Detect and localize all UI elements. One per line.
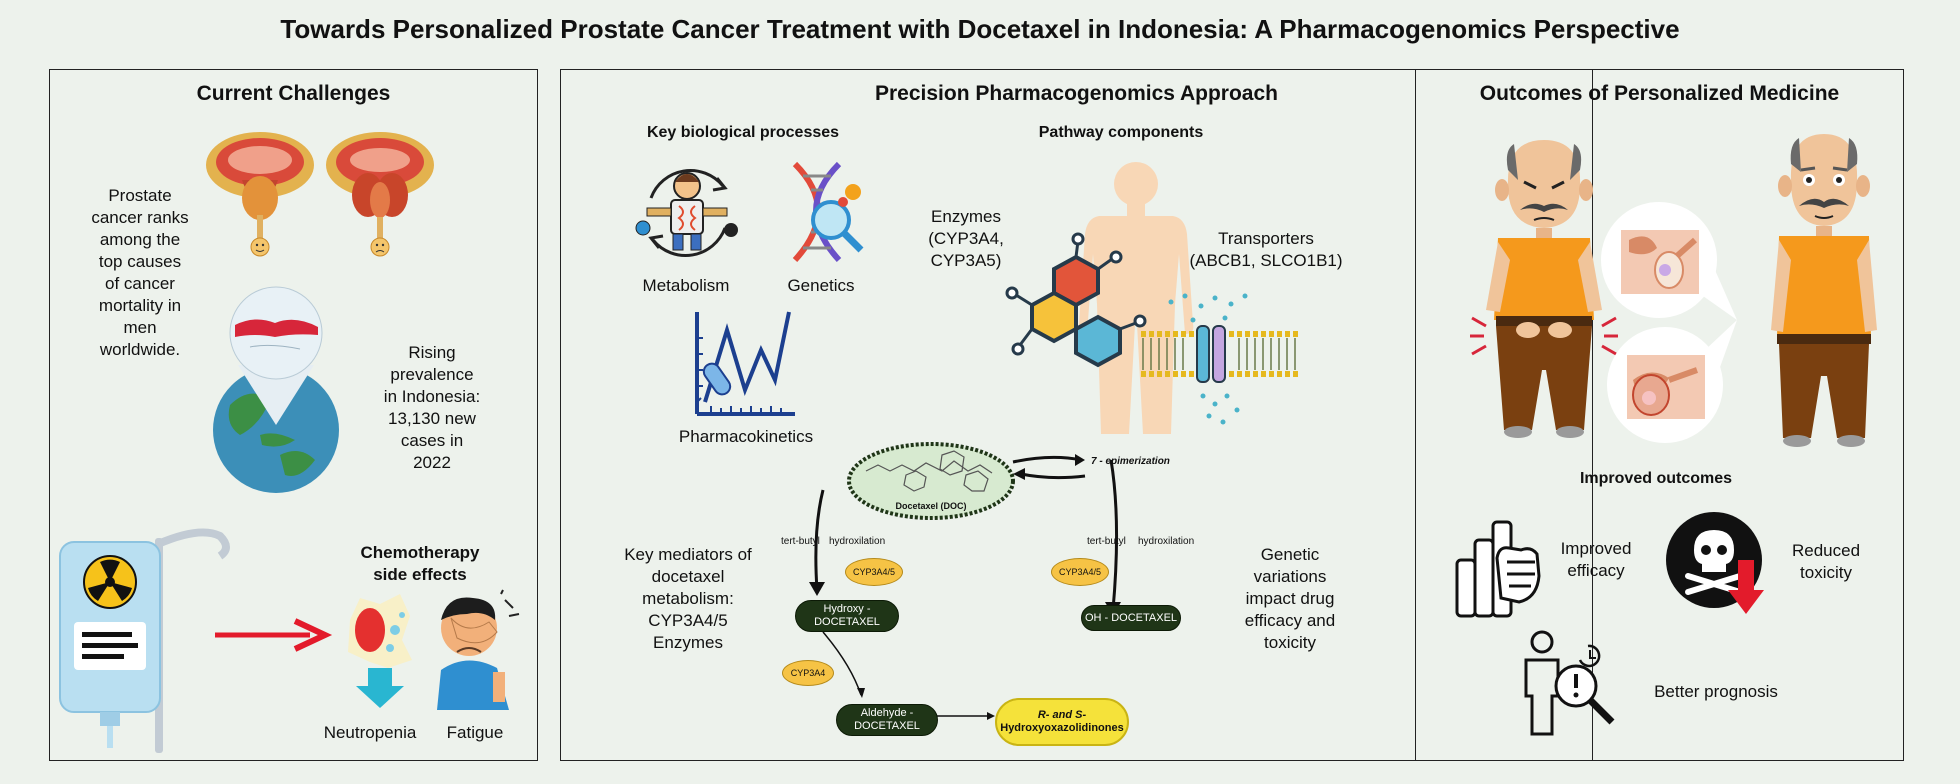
tert-butyl-left: tert-butyl: [781, 536, 820, 547]
improved-outcomes-heading: Improved outcomes: [1579, 470, 1733, 487]
fatigue-label: Fatigue: [446, 723, 504, 742]
improved-efficacy-label: Improved efficacy: [1560, 539, 1632, 580]
improved-efficacy-icon: [1455, 520, 1541, 618]
oh-docetaxel-node: OH - DOCETAXEL: [1081, 605, 1181, 631]
indonesia-prevalence-text: Rising prevalence in Indonesia: 13,130 n…: [383, 343, 481, 472]
human-body-icon: [1078, 162, 1194, 434]
transporters-label: Transporters (ABCB1, SLCO1B1): [1189, 229, 1343, 270]
main-title: Towards Personalized Prostate Cancer Tre…: [280, 14, 1680, 44]
prostate-illustration: [206, 132, 434, 257]
genetics-label: Genetics: [787, 276, 855, 295]
neutropenia-label: Neutropenia: [323, 723, 417, 742]
enzyme-molecule-icon: [1005, 232, 1147, 368]
better-prognosis-label: Better prognosis: [1654, 682, 1778, 701]
cyp3a45-right-oval: CYP3A4/5: [1051, 558, 1109, 586]
enzymes-label: Enzymes (CYP3A4, CYP3A5): [928, 207, 1004, 270]
cyp3a4-oval: CYP3A4: [782, 660, 834, 686]
outcomes-panel: Outcomes of Personalized Medicine: [1415, 69, 1904, 761]
neutropenia-icon: [348, 594, 412, 708]
hydroxy-docetaxel-node: Hydroxy - DOCETAXEL: [795, 600, 899, 632]
better-prognosis-icon: [1524, 630, 1615, 736]
metabolism-label: Metabolism: [642, 276, 730, 295]
pharmacokinetics-label: Pharmacokinetics: [678, 427, 814, 446]
dna-icon: [792, 161, 864, 263]
fatigue-icon: [437, 589, 520, 710]
r-s-prefix: R- and S-: [1037, 709, 1087, 721]
chemo-side-effects-heading: Chemotherapy side effects: [360, 543, 480, 584]
hydroxilation-left: hydroxilation: [829, 536, 886, 547]
pharmacokinetics-icon: [695, 311, 795, 416]
hydroxilation-right: hydroxilation: [1138, 536, 1195, 547]
epimerization-label: 7 - epimerization: [1091, 456, 1170, 467]
genetic-variations-text: Genetic variations impact drug efficacy …: [1244, 545, 1336, 652]
metabolism-icon: [635, 169, 738, 257]
current-challenges-panel: Current Challenges Prostate cancer: [49, 69, 538, 761]
precision-approach-heading: Precision Pharmacogenomics Approach: [874, 82, 1278, 105]
tert-butyl-right: tert-butyl: [1087, 536, 1126, 547]
cyp3a45-left-oval: CYP3A4/5: [845, 558, 903, 586]
pathway-components-heading: Pathway components: [1038, 124, 1204, 141]
precision-pharmacogenomics-panel: Precision Pharmacogenomics Approach Key …: [560, 69, 1593, 761]
aldehyde-docetaxel-node: Aldehyde - DOCETAXEL: [836, 704, 938, 736]
man-in-pain-icon: [1470, 140, 1618, 438]
red-arrow-icon: [215, 618, 333, 652]
outcomes-heading: Outcomes of Personalized Medicine: [1479, 82, 1840, 105]
hydroxyoxazolidinones-label: Hydroxyoxazolidinones: [1000, 722, 1124, 734]
reduced-toxicity-label: Reduced toxicity: [1791, 541, 1861, 582]
globe-icon: [213, 286, 339, 493]
hydroxyoxazolidinones-node: R- and S- Hydroxyoxazolidinones: [995, 698, 1129, 746]
current-challenges-heading: Current Challenges: [196, 82, 391, 105]
key-processes-heading: Key biological processes: [646, 124, 840, 141]
reduced-toxicity-icon: [1666, 512, 1764, 614]
key-mediators-text: Key mediators of docetaxel metabolism: C…: [624, 545, 752, 652]
docetaxel-molecule-icon: [847, 442, 1015, 520]
iv-bag-icon: [59, 528, 230, 753]
membrane-transporter-icon: [1141, 293, 1301, 425]
healthy-man-icon: [1771, 134, 1877, 447]
docetaxel-label: Docetaxel (DOC): [895, 501, 967, 511]
epimerization-arrows: [1012, 454, 1086, 480]
prostate-cancer-text: Prostate cancer ranks among the top caus…: [91, 186, 189, 359]
prostate-comparison-bubbles: [1601, 202, 1737, 443]
